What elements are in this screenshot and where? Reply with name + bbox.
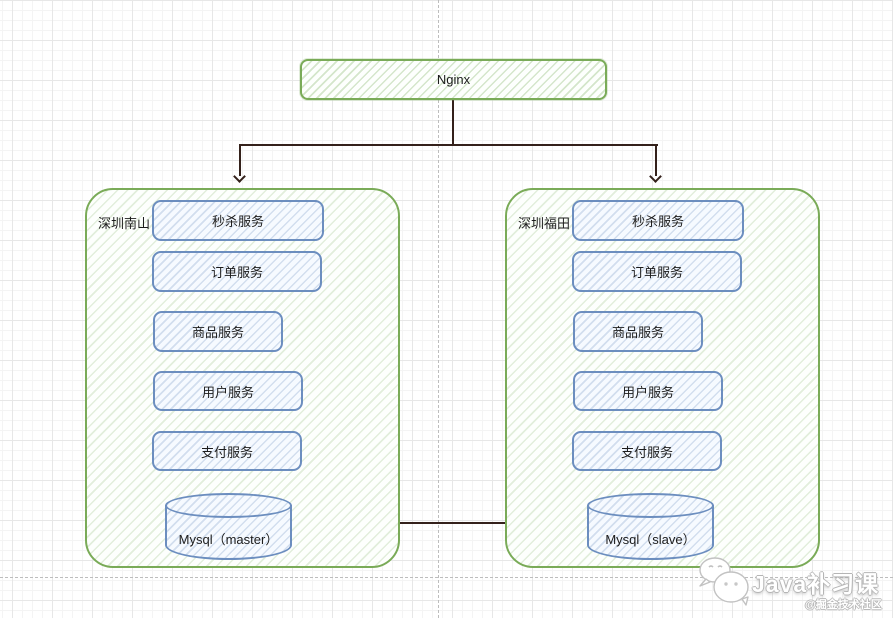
service-user-nanshan: 用户服务 [153,371,303,411]
service-label: 用户服务 [201,384,254,400]
service-seckill-nanshan: 秒杀服务 [152,200,324,241]
cluster-futian: 深圳福田 秒杀服务 订单服务 商品服务 用户服务 支付服务 Mysql（slav… [505,188,820,568]
service-product-futian: 商品服务 [573,311,703,352]
cluster-nanshan-label: 深圳南山 [98,216,151,231]
nginx-label: Nginx [436,72,471,87]
database-slave-cylinder: Mysql（slave） [587,493,714,560]
connector-drop-right [655,145,657,176]
service-user-futian: 用户服务 [573,371,723,411]
cylinder-top-ellipse [165,493,292,518]
connector-drop-left [239,145,241,176]
service-label: 支付服务 [200,444,253,460]
nginx-node: Nginx [300,59,607,100]
service-label: 支付服务 [620,444,673,460]
service-payment-futian: 支付服务 [572,431,722,471]
database-slave-label: Mysql（slave） [605,532,696,547]
service-label: 订单服务 [210,265,263,280]
service-label: 商品服务 [191,325,244,340]
watermark-brand: Java补习课 [752,571,880,597]
service-seckill-futian: 秒杀服务 [572,200,744,241]
database-master-label: Mysql（master） [178,532,279,547]
service-label: 用户服务 [621,384,674,400]
connector-branch-horizontal [239,144,658,146]
page-break-vertical-line [438,0,439,618]
service-payment-nanshan: 支付服务 [152,431,302,471]
cluster-nanshan: 深圳南山 秒杀服务 订单服务 商品服务 用户服务 支付服务 Mysql（mast… [85,188,400,568]
connector-nginx-stem [452,100,454,145]
service-order-nanshan: 订单服务 [152,251,322,292]
service-order-futian: 订单服务 [572,251,742,292]
connector-slave-to-master [296,522,584,524]
page-break-horizontal-line [0,577,893,578]
service-label: 秒杀服务 [211,214,264,229]
cluster-futian-label: 深圳福田 [518,216,571,231]
service-label: 秒杀服务 [631,214,684,229]
wechat-bubbles-icon [696,555,756,612]
service-label: 商品服务 [611,325,664,340]
database-master-cylinder: Mysql（master） [165,493,292,560]
watermark-community: @掘金技术社区 [805,599,882,611]
service-label: 订单服务 [630,265,683,280]
cylinder-top-ellipse [587,493,714,518]
service-product-nanshan: 商品服务 [153,311,283,352]
